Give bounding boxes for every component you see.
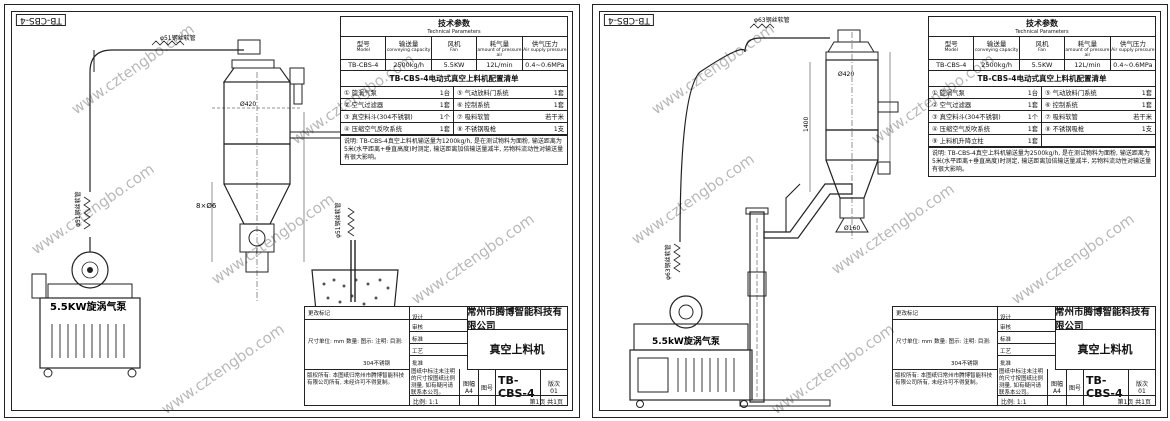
hose-label-left: φ63钢丝软管 [664,244,672,280]
pump-cabinet [629,349,753,401]
config-item: ③ 真空料斗(304不锈钢)1个 [929,111,1042,123]
config-item: ⑦ 吸料软管若干米 [1042,111,1155,123]
hose-label-top: φ51钢丝软管 [160,34,196,42]
params-value-row: TB-CBS-4 2500kg/h 5.5KW 12L/min 0.4~0.6M… [929,60,1155,71]
material-label: 304不锈钢 [951,361,978,367]
material-label: 304不锈钢 [363,361,390,367]
pump-cabinet [39,297,141,369]
suction-hose-line [89,49,244,192]
hopper-top-flange [237,39,261,55]
machine-drawing: Ø420 8×Ø6 φ51钢丝软管 φ51钢丝软管 φ51钢丝软管 5.5KW旋… [31,34,399,378]
drawing-sheet-left: TB-CBS-4 [4,4,580,418]
product-name: 真空上料机 [467,329,567,370]
company-name: 常州市腾博智能科技有限公司 [1055,307,1155,332]
pump-label: 5.5kW旋涡气泵 [652,335,721,347]
remark-1: 版权所有: 本图纸归常州市腾博智能科技有限公司所有, 未经许可不得复制。 [895,373,993,387]
tech-params-title: 技术参数 Technical Parameters [929,17,1155,37]
sheet-frame: TB-CBS-4 φ63钢丝软管 φ63钢丝软管 5.5kW旋涡气泵 [599,11,1161,411]
hopper-upper-body [825,129,879,161]
config-item: ⑦ 吸料软管若干米 [454,111,567,123]
hose-label-left: φ51钢丝软管 [74,191,82,227]
title-block-left: 更改标记 尺寸单位: mm 数量: 图示: 注明: 目测: 304不锈钢 版权所… [893,307,998,405]
title-block: 更改标记 尺寸单位: mm 数量: 图示: 注明: 目测: 304不锈钢 版权所… [304,306,568,406]
params-value-row: TB-CBS-4 2500kg/h 5.5KW 12L/min 0.4~0.6M… [341,60,567,71]
machine-drawing: φ63钢丝软管 φ63钢丝软管 5.5kW旋涡气泵 [629,16,899,408]
pump-label: 5.5KW旋涡气泵 [50,300,127,313]
support-arm [763,183,853,239]
column-base [739,399,831,407]
cabinet-vents [51,324,125,358]
dim-holes: 8×Ø6 [196,202,217,210]
title-block-left: 更改标记 尺寸单位: mm 数量: 图示: 注明: 目测: 304不锈钢 版权所… [305,307,410,405]
pump-fan-housing [669,295,703,329]
hose-label-right: φ51钢丝软管 [334,202,342,238]
drawing-sheet-right: TB-CBS-4 φ63钢丝软管 φ63钢丝软管 5.5kW旋涡气泵 [592,4,1168,418]
scale-text: 比例: 1:1 [1001,398,1027,406]
cabinet-vents [677,358,735,392]
scale-text: 比例: 1:1 [413,398,439,406]
title-block-footer: 比例: 1:1 第1页 共1页 [997,395,1155,406]
hose-coil-top [749,23,775,29]
lifting-column [749,211,765,403]
drawing-code: TB-CBS-4 [498,374,535,400]
dim-diameter: Ø420 [240,101,256,108]
remark-1: 版权所有: 本图纸归常州市腾博智能科技有限公司所有, 未经许可不得复制。 [307,373,405,387]
title-block: 更改标记 尺寸单位: mm 数量: 图示: 注明: 目测: 304不锈钢 版权所… [892,306,1156,406]
hose-label-top: φ63钢丝软管 [754,16,790,24]
hopper-top-flange [837,29,861,43]
config-note: 说明: TB-CBS-4真空上料机输送量为1200kg/h, 是在测试物料为面粉… [344,138,564,162]
sign-rows: 设计 审核 标准 工艺 批准 [997,307,1056,369]
config-note: 说明: TB-CBS-4真空上料机输送量为2500kg/h, 是在测试物料为面粉… [932,150,1152,174]
title-block-footer: 比例: 1:1 第1页 共1页 [409,395,567,406]
tolerance-note: 尺寸单位: mm 数量: 图示: 注明: 目测: [308,339,403,345]
hose-coil-left [83,196,91,230]
config-list-title: TB-CBS-4电动式真空上料机配置清单 [341,71,567,87]
drawing-code: TB-CBS-4 [1086,374,1123,400]
dim-height: 1400 [803,117,810,132]
page-count: 第1页 共1页 [529,398,563,406]
config-list-title: TB-CBS-4电动式真空上料机配置清单 [929,71,1155,87]
page-count: 第1页 共1页 [1117,398,1151,406]
tolerance-note: 尺寸单位: mm 数量: 图示: 注明: 目测: [896,339,991,345]
config-item: ③ 真空料斗(304不锈钢)1个 [341,111,454,123]
hose-coil-top [151,40,185,46]
config-item [1042,135,1155,147]
dim-outlet: Ø160 [844,225,860,232]
suction-hose-line [679,48,746,243]
company-name: 常州市腾博智能科技有限公司 [467,307,567,332]
hose-coil-right [347,207,355,237]
pump-fan-housing [71,251,109,289]
dim-diameter: Ø420 [838,71,854,78]
sheet-frame: TB-CBS-4 [11,11,573,411]
product-name: 真空上料机 [1055,329,1155,370]
hose-coil-left [673,243,681,273]
pump-top-plate [47,283,133,299]
tech-params-title: 技术参数 Technical Parameters [341,17,567,37]
sign-rows: 设计 审核 标准 工艺 批准 [409,307,468,369]
